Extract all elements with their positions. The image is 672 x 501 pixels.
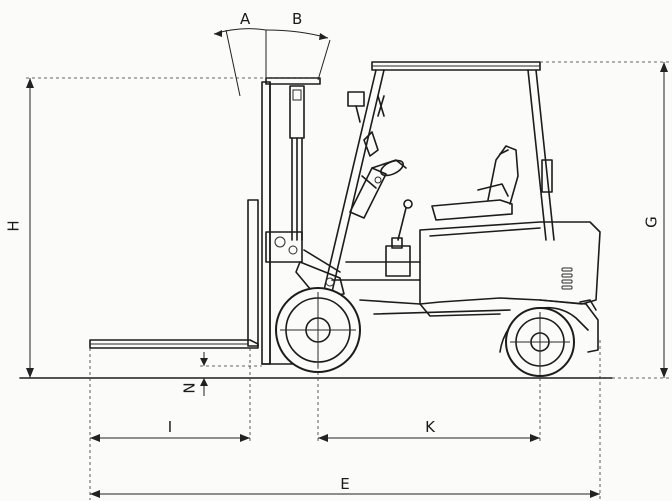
- dimension-h: [26, 77, 318, 378]
- steering-assembly: [349, 131, 407, 219]
- label-g: G: [643, 216, 661, 228]
- label-k: K: [425, 418, 436, 436]
- label-b: B: [292, 10, 302, 28]
- label-h: H: [5, 220, 23, 231]
- extension-lines: [89, 330, 601, 500]
- tilt-angle-dimensions: [213, 28, 331, 97]
- operator-seat: [431, 145, 519, 221]
- dimension-e: [90, 490, 600, 498]
- label-n: N: [181, 382, 199, 393]
- label-e: E: [340, 475, 349, 493]
- truck-body: [295, 159, 601, 353]
- mirror-light: [347, 91, 385, 123]
- label-a: A: [240, 10, 251, 28]
- dimension-g: [540, 61, 670, 379]
- rear-wheel: [499, 306, 589, 377]
- control-levers: [391, 199, 413, 249]
- dimension-i: [90, 434, 250, 442]
- dimension-k: [318, 434, 540, 442]
- overhead-guard: [323, 61, 555, 293]
- label-i: I: [168, 418, 172, 436]
- fork-tines: [89, 199, 259, 349]
- dimension-n: [200, 352, 262, 396]
